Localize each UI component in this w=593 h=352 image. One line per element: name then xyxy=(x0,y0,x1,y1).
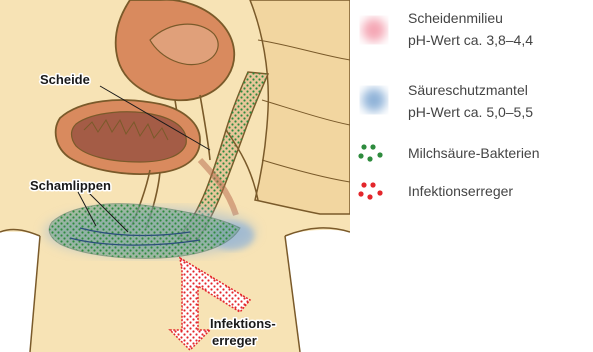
legend-item-milchsaeure-bakterien: Milchsäure-Bakterien xyxy=(350,142,593,168)
legend-item-infektionserreger: Infektionserreger xyxy=(350,180,593,206)
legend-ph-scheidenmilieu: pH-Wert ca. 3,8–4,4 xyxy=(408,30,533,51)
label-scheide: Scheide xyxy=(40,72,90,87)
legend-label-scheidenmilieu: Scheidenmilieu xyxy=(408,8,503,29)
legend-label-milchsaeure-bakterien: Milchsäure-Bakterien xyxy=(408,143,540,164)
pink-blur-icon xyxy=(354,10,394,50)
legend-item-scheidenmilieu: Scheidenmilieu pH-Wert ca. 3,8–4,4 xyxy=(350,6,593,56)
legend-item-saeureschutzmantel: Säureschutzmantel pH-Wert ca. 5,0–5,5 xyxy=(350,78,593,128)
blue-blur-icon xyxy=(354,80,394,120)
green-dots-icon xyxy=(358,142,388,166)
red-dots-icon xyxy=(358,180,388,204)
label-infektionserreger-line1: Infektions- xyxy=(210,316,276,331)
legend-ph-saeureschutzmantel: pH-Wert ca. 5,0–5,5 xyxy=(408,102,533,123)
label-schamlippen: Schamlippen xyxy=(30,178,111,193)
anatomy-diagram: Scheide Schamlippen Infektions- erreger xyxy=(0,0,350,352)
legend-label-infektionserreger: Infektionserreger xyxy=(408,181,513,202)
legend: Scheidenmilieu pH-Wert ca. 3,8–4,4 Säure… xyxy=(350,0,593,352)
label-infektionserreger-line2: erreger xyxy=(212,333,257,348)
legend-label-saeureschutzmantel: Säureschutzmantel xyxy=(408,80,528,101)
